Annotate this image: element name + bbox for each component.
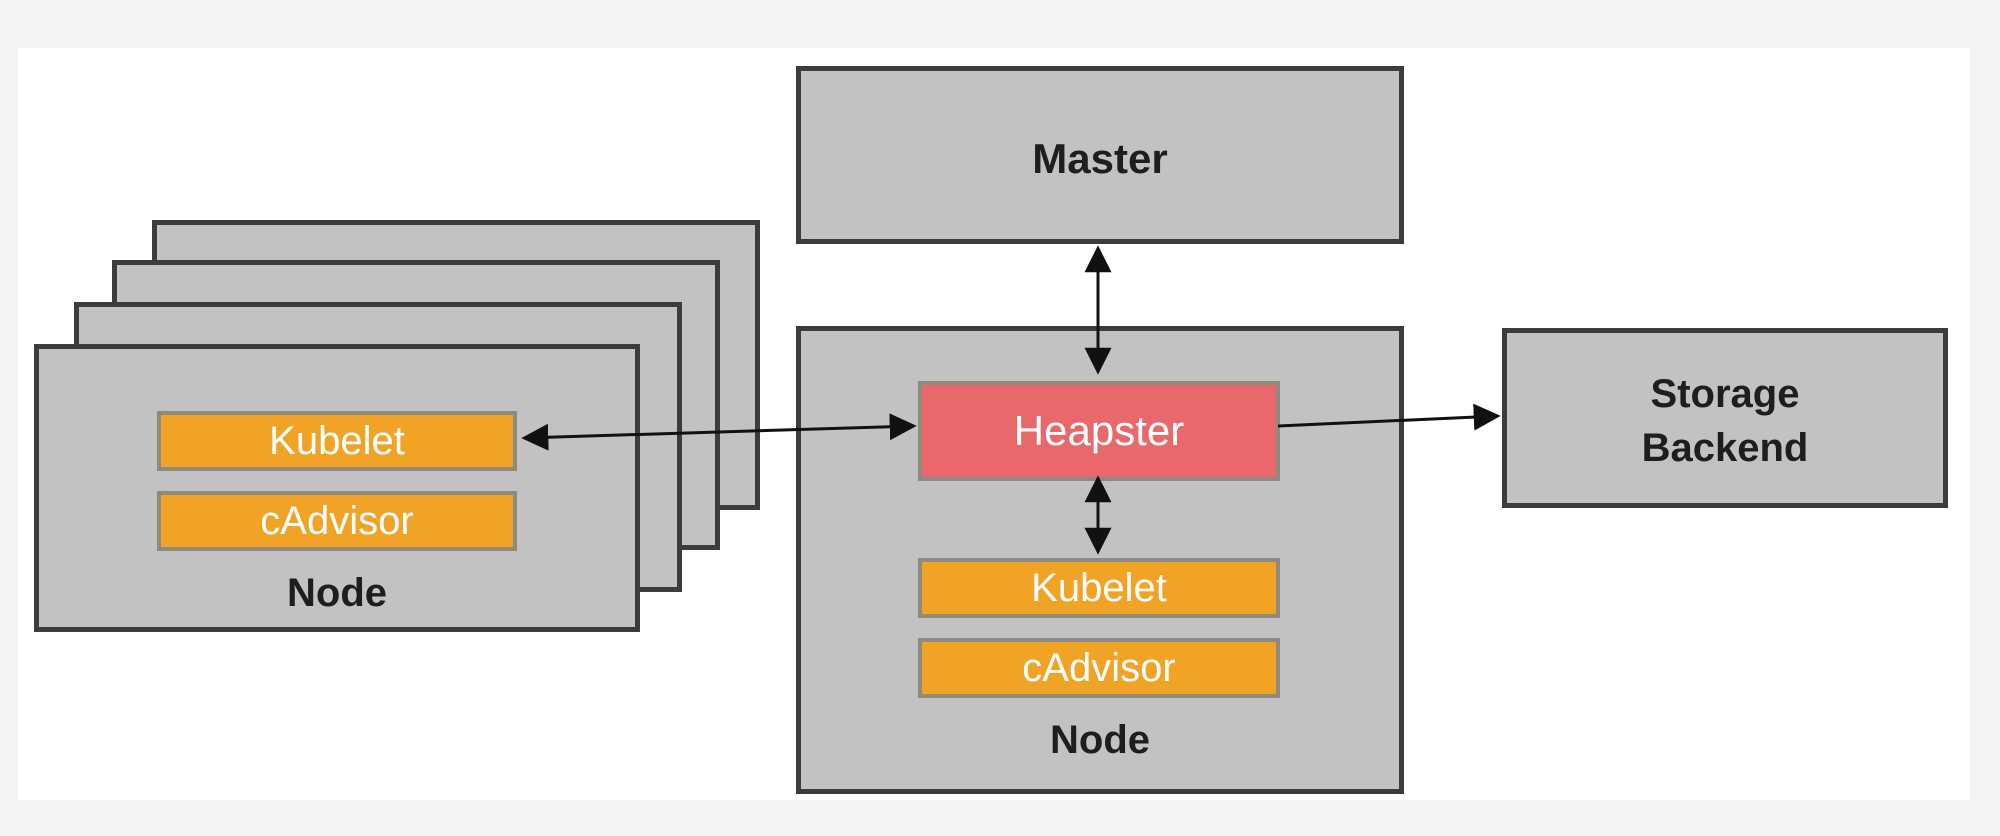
heapster-box: Heapster [918,381,1280,481]
central-cadvisor: cAdvisor [918,638,1280,698]
worker-node: Kubelet cAdvisor Node [34,344,640,632]
storage-backend-label: Storage Backend [1641,372,1809,470]
central-kubelet: Kubelet [918,558,1280,618]
central-node: Heapster Kubelet cAdvisor Node [796,326,1404,794]
master-box: Master [796,66,1404,244]
worker-kubelet: Kubelet [157,411,517,471]
worker-node-label: Node [287,571,387,615]
master-label: Master [1032,135,1168,182]
worker-cadvisor: cAdvisor [157,491,517,551]
storage-backend-box: Storage Backend [1502,328,1948,508]
central-node-label: Node [1050,718,1150,762]
